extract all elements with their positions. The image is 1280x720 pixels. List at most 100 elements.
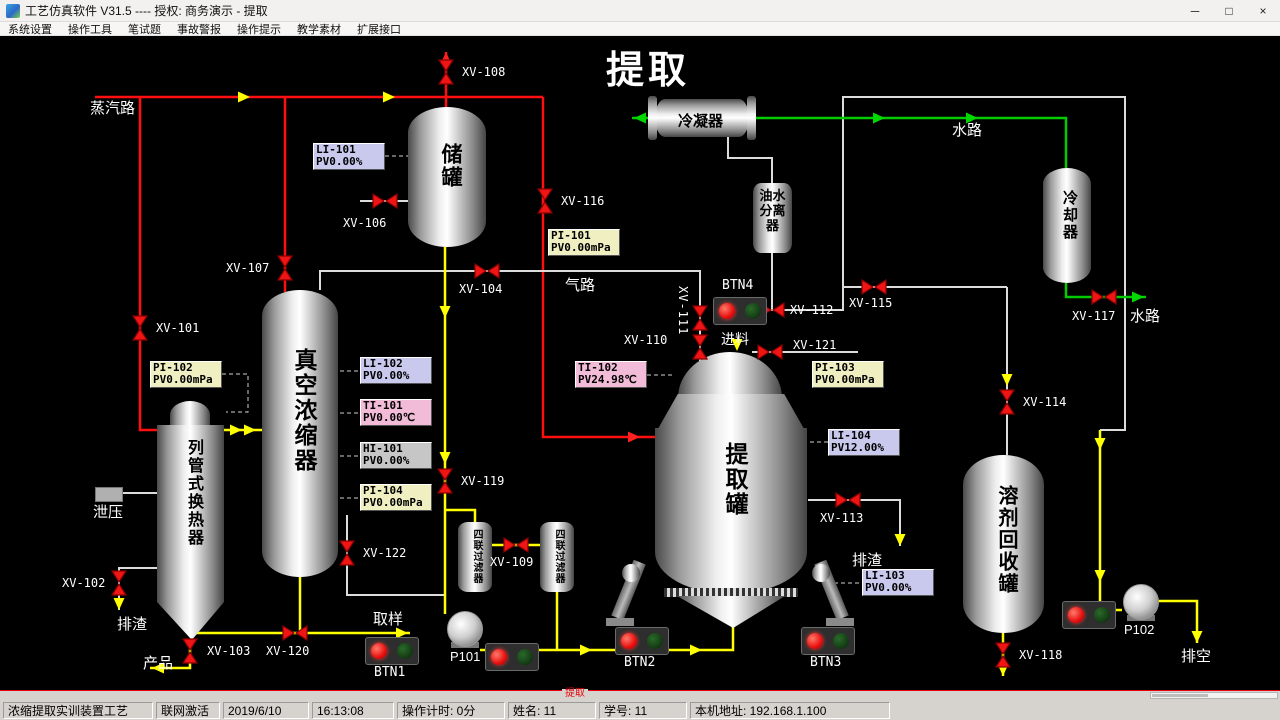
indicator-label-btn3: BTN3 bbox=[810, 655, 842, 670]
red-lamp[interactable] bbox=[719, 303, 735, 319]
valve-xv-120[interactable] bbox=[282, 624, 308, 642]
gas-line-label: 气路 bbox=[565, 277, 596, 294]
pump-p101-label: P101 bbox=[450, 649, 481, 664]
valve-label-xv-113: XV-113 bbox=[820, 511, 864, 525]
valve-xv-107[interactable] bbox=[276, 255, 294, 281]
valve-xv-113[interactable] bbox=[835, 491, 861, 509]
instrument-value: PV0.00% bbox=[363, 454, 410, 467]
close-button[interactable]: × bbox=[1259, 3, 1267, 18]
valve-xv-118[interactable] bbox=[994, 642, 1012, 668]
green-lamp[interactable] bbox=[397, 643, 413, 659]
process-canvas: 提取 储罐 冷凝器 油水分离器 冷却器 真空浓缩器 列管式换热器 bbox=[0, 36, 1280, 690]
pump-p102[interactable] bbox=[1123, 584, 1159, 620]
menu-item-5[interactable]: 操作提示 bbox=[237, 23, 281, 36]
valve-xv-106[interactable] bbox=[372, 192, 398, 210]
valve-xv-108[interactable] bbox=[437, 59, 455, 85]
status-field-6: 姓名: 11 bbox=[508, 702, 596, 719]
horizontal-scrollbar[interactable] bbox=[1150, 692, 1278, 699]
green-lamp[interactable] bbox=[833, 633, 849, 649]
instrument-tag: LI-103 bbox=[865, 569, 905, 582]
extraction-tank-body bbox=[655, 428, 807, 594]
valve-xv-117[interactable] bbox=[1091, 288, 1117, 306]
menu-item-4[interactable]: 事故警报 bbox=[177, 23, 221, 36]
indicator-btn1[interactable] bbox=[365, 637, 419, 665]
red-lamp[interactable] bbox=[621, 633, 637, 649]
storage-tank: 储罐 bbox=[408, 107, 486, 247]
valve-xv-111[interactable] bbox=[691, 305, 709, 331]
product-label: 产品 bbox=[143, 655, 174, 672]
storage-tank-label: 储罐 bbox=[439, 143, 462, 189]
condenser-shell bbox=[655, 99, 749, 137]
valve-label-xv-120: XV-120 bbox=[266, 644, 310, 658]
valve-label-xv-114: XV-114 bbox=[1023, 395, 1067, 409]
vent-label: 排空 bbox=[1181, 648, 1212, 665]
extraction-tank-flange bbox=[664, 588, 798, 597]
valve-label-xv-117: XV-117 bbox=[1072, 309, 1116, 323]
heat-exchanger-cap bbox=[170, 401, 210, 429]
pump-p101[interactable] bbox=[447, 611, 483, 647]
indicator-p101-ind[interactable] bbox=[485, 643, 539, 671]
instrument-value: PV0.00℃ bbox=[363, 411, 416, 424]
instrument-tag: PI-102 bbox=[153, 361, 193, 374]
valve-label-xv-116: XV-116 bbox=[561, 194, 605, 208]
instrument-value: PV12.00% bbox=[831, 441, 884, 454]
menu-item-3[interactable]: 笔试题 bbox=[128, 23, 161, 36]
menu-item-1[interactable]: 系统设置 bbox=[8, 23, 52, 36]
green-lamp[interactable] bbox=[1094, 607, 1110, 623]
steam-line-label: 蒸汽路 bbox=[90, 100, 136, 117]
red-lamp[interactable] bbox=[491, 649, 507, 665]
vacuum-concentrator-label: 真空浓缩器 bbox=[291, 348, 317, 473]
valve-xv-110[interactable] bbox=[691, 334, 709, 360]
valve-xv-114[interactable] bbox=[998, 389, 1016, 415]
valve-xv-109[interactable] bbox=[503, 536, 529, 554]
cooler: 冷却器 bbox=[1043, 168, 1091, 283]
status-field-5: 操作计时: 0分 bbox=[397, 702, 505, 719]
valve-xv-115[interactable] bbox=[861, 278, 887, 296]
valve-label-xv-104: XV-104 bbox=[459, 282, 503, 296]
valve-xv-101[interactable] bbox=[131, 315, 149, 341]
instrument-tag: TI-101 bbox=[363, 399, 403, 412]
indicator-label-btn1: BTN1 bbox=[374, 665, 406, 680]
heat-exchanger-label: 列管式换热器 bbox=[185, 439, 202, 547]
menu-item-2[interactable]: 操作工具 bbox=[68, 23, 112, 36]
green-lamp[interactable] bbox=[647, 633, 663, 649]
valve-xv-116[interactable] bbox=[536, 188, 554, 214]
valve-xv-119[interactable] bbox=[436, 468, 454, 494]
red-lamp[interactable] bbox=[807, 633, 823, 649]
menu-item-7[interactable]: 扩展接口 bbox=[357, 23, 401, 36]
red-lamp[interactable] bbox=[1068, 607, 1084, 623]
heat-exchanger: 列管式换热器 bbox=[155, 401, 226, 644]
green-lamp[interactable] bbox=[745, 303, 761, 319]
valve-label-xv-112: XV-112 bbox=[790, 303, 834, 317]
valve-xv-121[interactable] bbox=[757, 343, 783, 361]
instrument-value: PV0.00mPa bbox=[153, 373, 213, 386]
red-lamp[interactable] bbox=[371, 643, 387, 659]
scrollbar-thumb[interactable] bbox=[1152, 694, 1208, 697]
oil-water-separator: 油水分离器 bbox=[753, 183, 792, 253]
condenser-flange-right bbox=[747, 96, 756, 140]
instrument-tag: LI-102 bbox=[363, 357, 403, 370]
valve-xv-122[interactable] bbox=[338, 540, 356, 566]
indicator-p102-ind[interactable] bbox=[1062, 601, 1116, 629]
menu-bar: 系统设置 操作工具 笔试题 事故警报 操作提示 教学素材 扩展接口 bbox=[0, 22, 1280, 36]
instrument-value: PV24.98℃ bbox=[578, 373, 637, 386]
menu-item-6[interactable]: 教学素材 bbox=[297, 23, 341, 36]
indicator-btn4[interactable] bbox=[713, 297, 767, 325]
indicator-btn3[interactable] bbox=[801, 627, 855, 655]
indicator-btn2[interactable] bbox=[615, 627, 669, 655]
maximize-button[interactable]: □ bbox=[1225, 3, 1233, 18]
valve-xv-102[interactable] bbox=[110, 570, 128, 596]
green-lamp[interactable] bbox=[517, 649, 533, 665]
valve-xv-103[interactable] bbox=[181, 638, 199, 664]
valve-label-xv-107: XV-107 bbox=[226, 261, 270, 275]
valve-xv-104[interactable] bbox=[474, 262, 500, 280]
heat-exchanger-cone bbox=[157, 602, 224, 640]
valve-label-xv-101: XV-101 bbox=[156, 321, 200, 335]
minimize-button[interactable]: ─ bbox=[1190, 3, 1200, 18]
